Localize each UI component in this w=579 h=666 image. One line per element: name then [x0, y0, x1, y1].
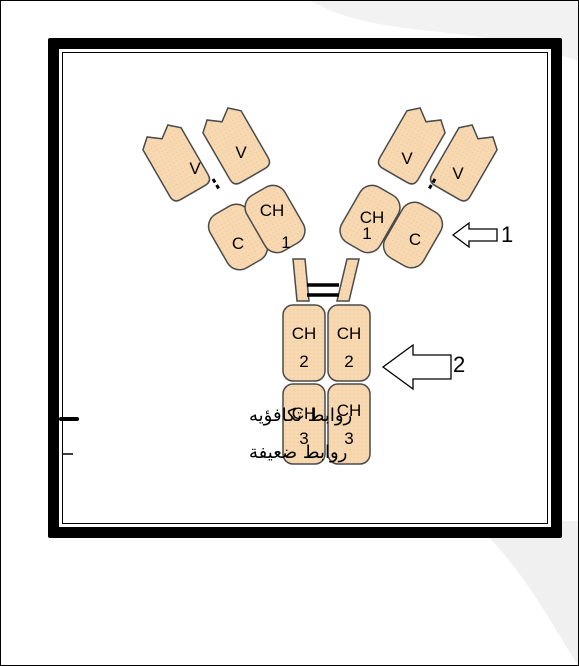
callout-label-2: 2 [453, 352, 465, 377]
legend: روابط تكافؤيه روابط ضعيفة [59, 405, 352, 463]
left-ch1-domain [244, 184, 306, 254]
hinge-region [292, 258, 360, 302]
left-heavy-variable-domain [202, 107, 271, 185]
domain-label-1: 1 [362, 224, 371, 243]
legend-weak-bonds: روابط ضعيفة [249, 442, 347, 463]
domain-label-ch: CH [260, 201, 285, 220]
right-light-constant-domain [382, 201, 444, 269]
legend-covalent-bonds: روابط تكافؤيه [249, 405, 352, 426]
left-ch2-domain [282, 304, 326, 382]
right-ch2-domain [327, 304, 371, 382]
domain-label-c: C [409, 230, 421, 249]
domain-label-ch: CH [360, 208, 385, 227]
domain-label-c: C [232, 234, 244, 253]
domain-label-v: V [401, 149, 413, 168]
domain-label-ch: CH [337, 401, 362, 420]
domain-label-v: V [452, 164, 464, 183]
domain-label-v: V [189, 159, 201, 178]
domain-label-ch: CH [292, 404, 317, 423]
heavy-chain-disulfide-bonds [307, 283, 339, 297]
domain-label-ch: CH [292, 324, 317, 343]
left-ch3-domain [282, 383, 326, 465]
callout-label-1: 1 [501, 222, 513, 247]
left-light-variable-domain [142, 124, 211, 202]
domain-label-ch: CH [337, 324, 362, 343]
right-heavy-variable-domain [377, 107, 446, 185]
callout-arrow-1 [451, 221, 498, 249]
domain-label-3: 3 [299, 429, 308, 448]
callout-arrow-2 [381, 343, 452, 391]
domain-label-v: V [235, 143, 247, 162]
domain-label-1: 1 [281, 233, 290, 252]
right-light-variable-domain [429, 124, 498, 202]
domain-label-2: 2 [299, 352, 308, 371]
domain-label-2: 2 [344, 352, 353, 371]
right-ch3-domain [327, 383, 371, 465]
right-ch1-domain [339, 184, 401, 254]
domain-label-3: 3 [344, 429, 353, 448]
